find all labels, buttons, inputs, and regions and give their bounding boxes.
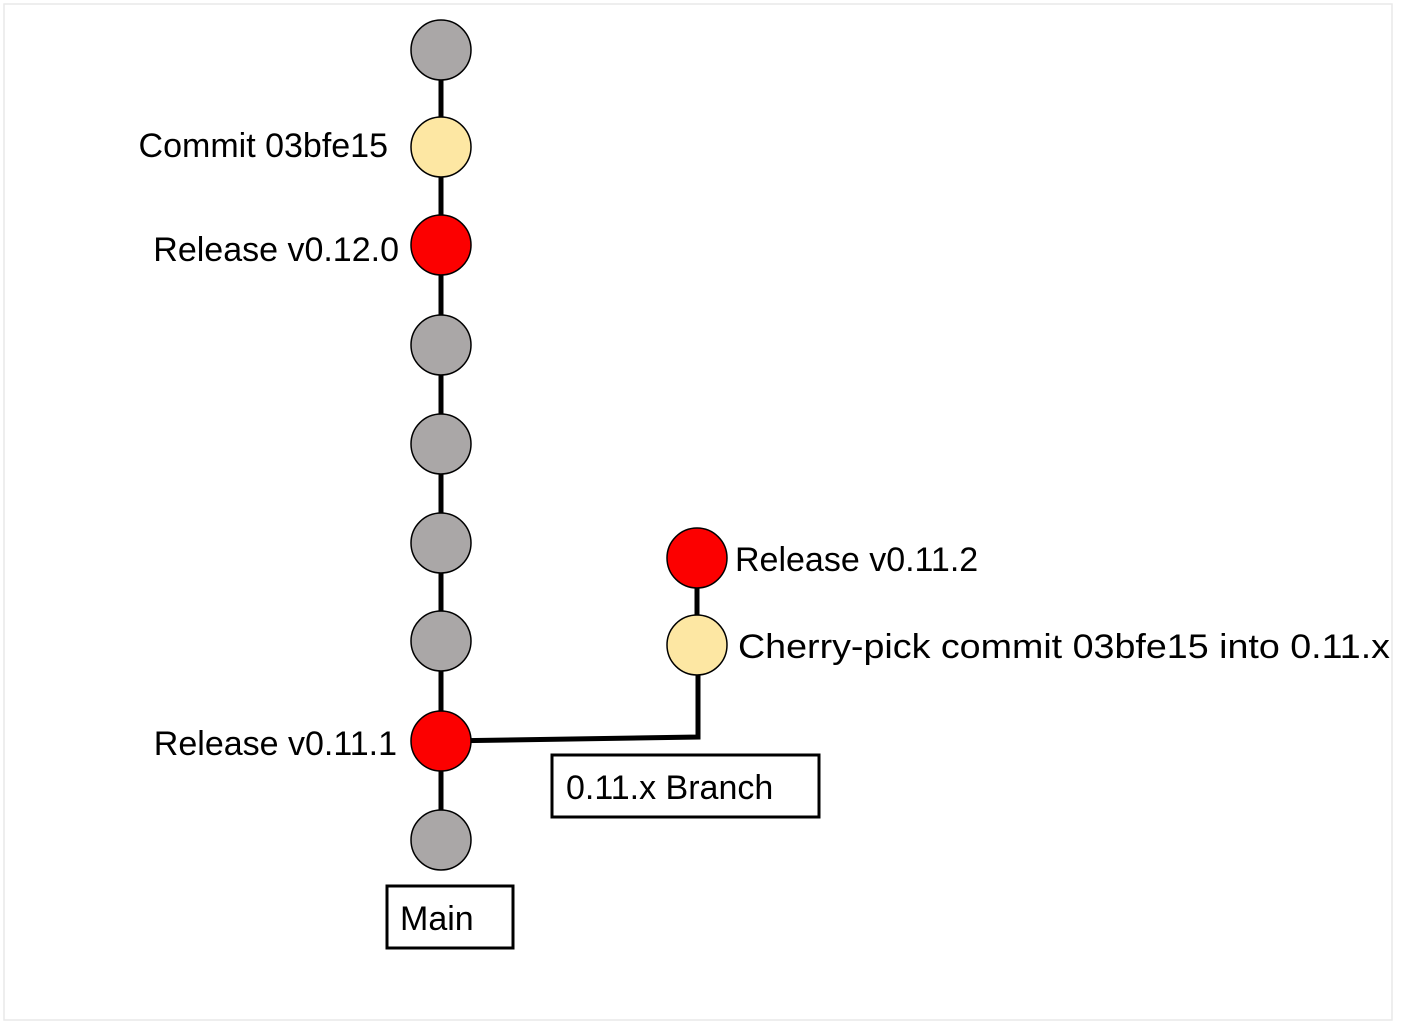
commit-node[interactable]	[410, 809, 472, 871]
branch-box-main[interactable]	[385, 884, 515, 950]
branch-label-0-11-x: 0.11.x Branch	[566, 769, 773, 807]
commit-node[interactable]	[410, 512, 472, 574]
commit-node[interactable]	[410, 610, 472, 672]
commit-node[interactable]	[410, 314, 472, 376]
cherry-pick-node[interactable]	[666, 614, 728, 676]
label-release-v0-12-0: Release v0.12.0	[153, 231, 399, 269]
label-release-v0-11-1: Release v0.11.1	[154, 725, 397, 763]
commit-node[interactable]	[410, 413, 472, 475]
label-release-v0-11-2: Release v0.11.2	[735, 541, 978, 579]
release-node-v0-11-1[interactable]	[410, 710, 472, 772]
branch-box-0-11-x[interactable]	[550, 753, 821, 819]
release-branch-connector	[440, 645, 701, 744]
label-commit-03bfe15: Commit 03bfe15	[139, 127, 388, 165]
release-node-v0-11-2[interactable]	[666, 527, 728, 589]
release-node-v0-12-0[interactable]	[410, 214, 472, 276]
commit-node[interactable]	[410, 19, 472, 81]
label-cherry-pick: Cherry-pick commit 03bfe15 into 0.11.x	[738, 628, 1390, 666]
commit-node-03bfe15[interactable]	[410, 116, 472, 178]
diagram-frame	[3, 3, 1393, 1021]
branch-label-main: Main	[400, 900, 474, 938]
